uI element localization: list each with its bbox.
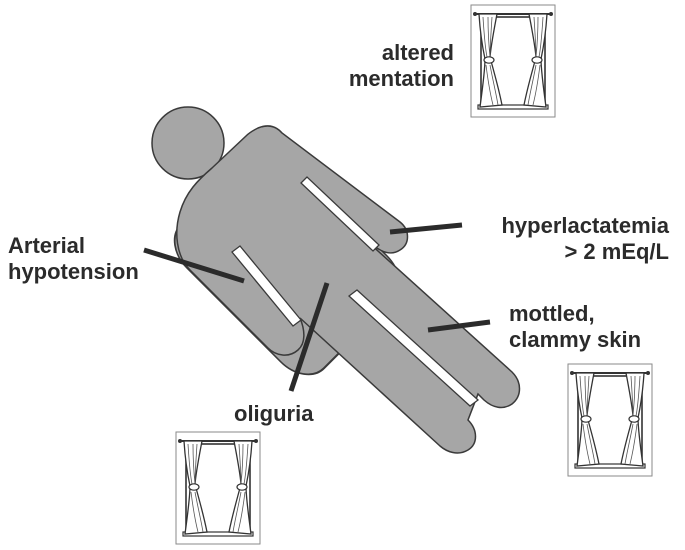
label-oliguria-text: oliguria: [234, 401, 314, 426]
label-mottled-skin-line2: clammy skin: [509, 327, 642, 352]
leader-line-mottled-skin: [427, 319, 491, 333]
label-mottled-skin: mottled, clammy skin: [509, 301, 641, 353]
label-oliguria: oliguria: [234, 401, 313, 427]
window-icon-top: [470, 4, 556, 118]
label-altered-mentation: altered mentation: [330, 40, 454, 92]
leader-line-arterial-hypotension: [143, 247, 245, 284]
leader-line-oliguria: [288, 282, 330, 392]
label-hyperlactatemia-line2: > 2 mEq/L: [564, 239, 669, 264]
label-mottled-skin-line1: mottled,: [509, 301, 595, 326]
label-altered-mentation-line2: mentation: [348, 66, 454, 91]
label-hyperlactatemia: hyperlactatemia > 2 mEq/L: [455, 213, 669, 265]
leader-line-hyperlactatemia: [389, 222, 463, 235]
label-hyperlactatemia-line1: hyperlactatemia: [501, 213, 669, 238]
label-arterial-hypotension-line1: Arterial: [8, 233, 86, 258]
window-icon-right: [567, 363, 653, 477]
figure-limb-gaps: [231, 176, 480, 407]
label-altered-mentation-line1: altered: [381, 40, 454, 65]
leader-lines: [143, 222, 491, 392]
label-arterial-hypotension: Arterial hypotension: [8, 233, 139, 285]
window-icon-bottom: [175, 431, 261, 545]
label-arterial-hypotension-line2: hypotension: [8, 259, 139, 284]
figure-head: [151, 106, 225, 180]
